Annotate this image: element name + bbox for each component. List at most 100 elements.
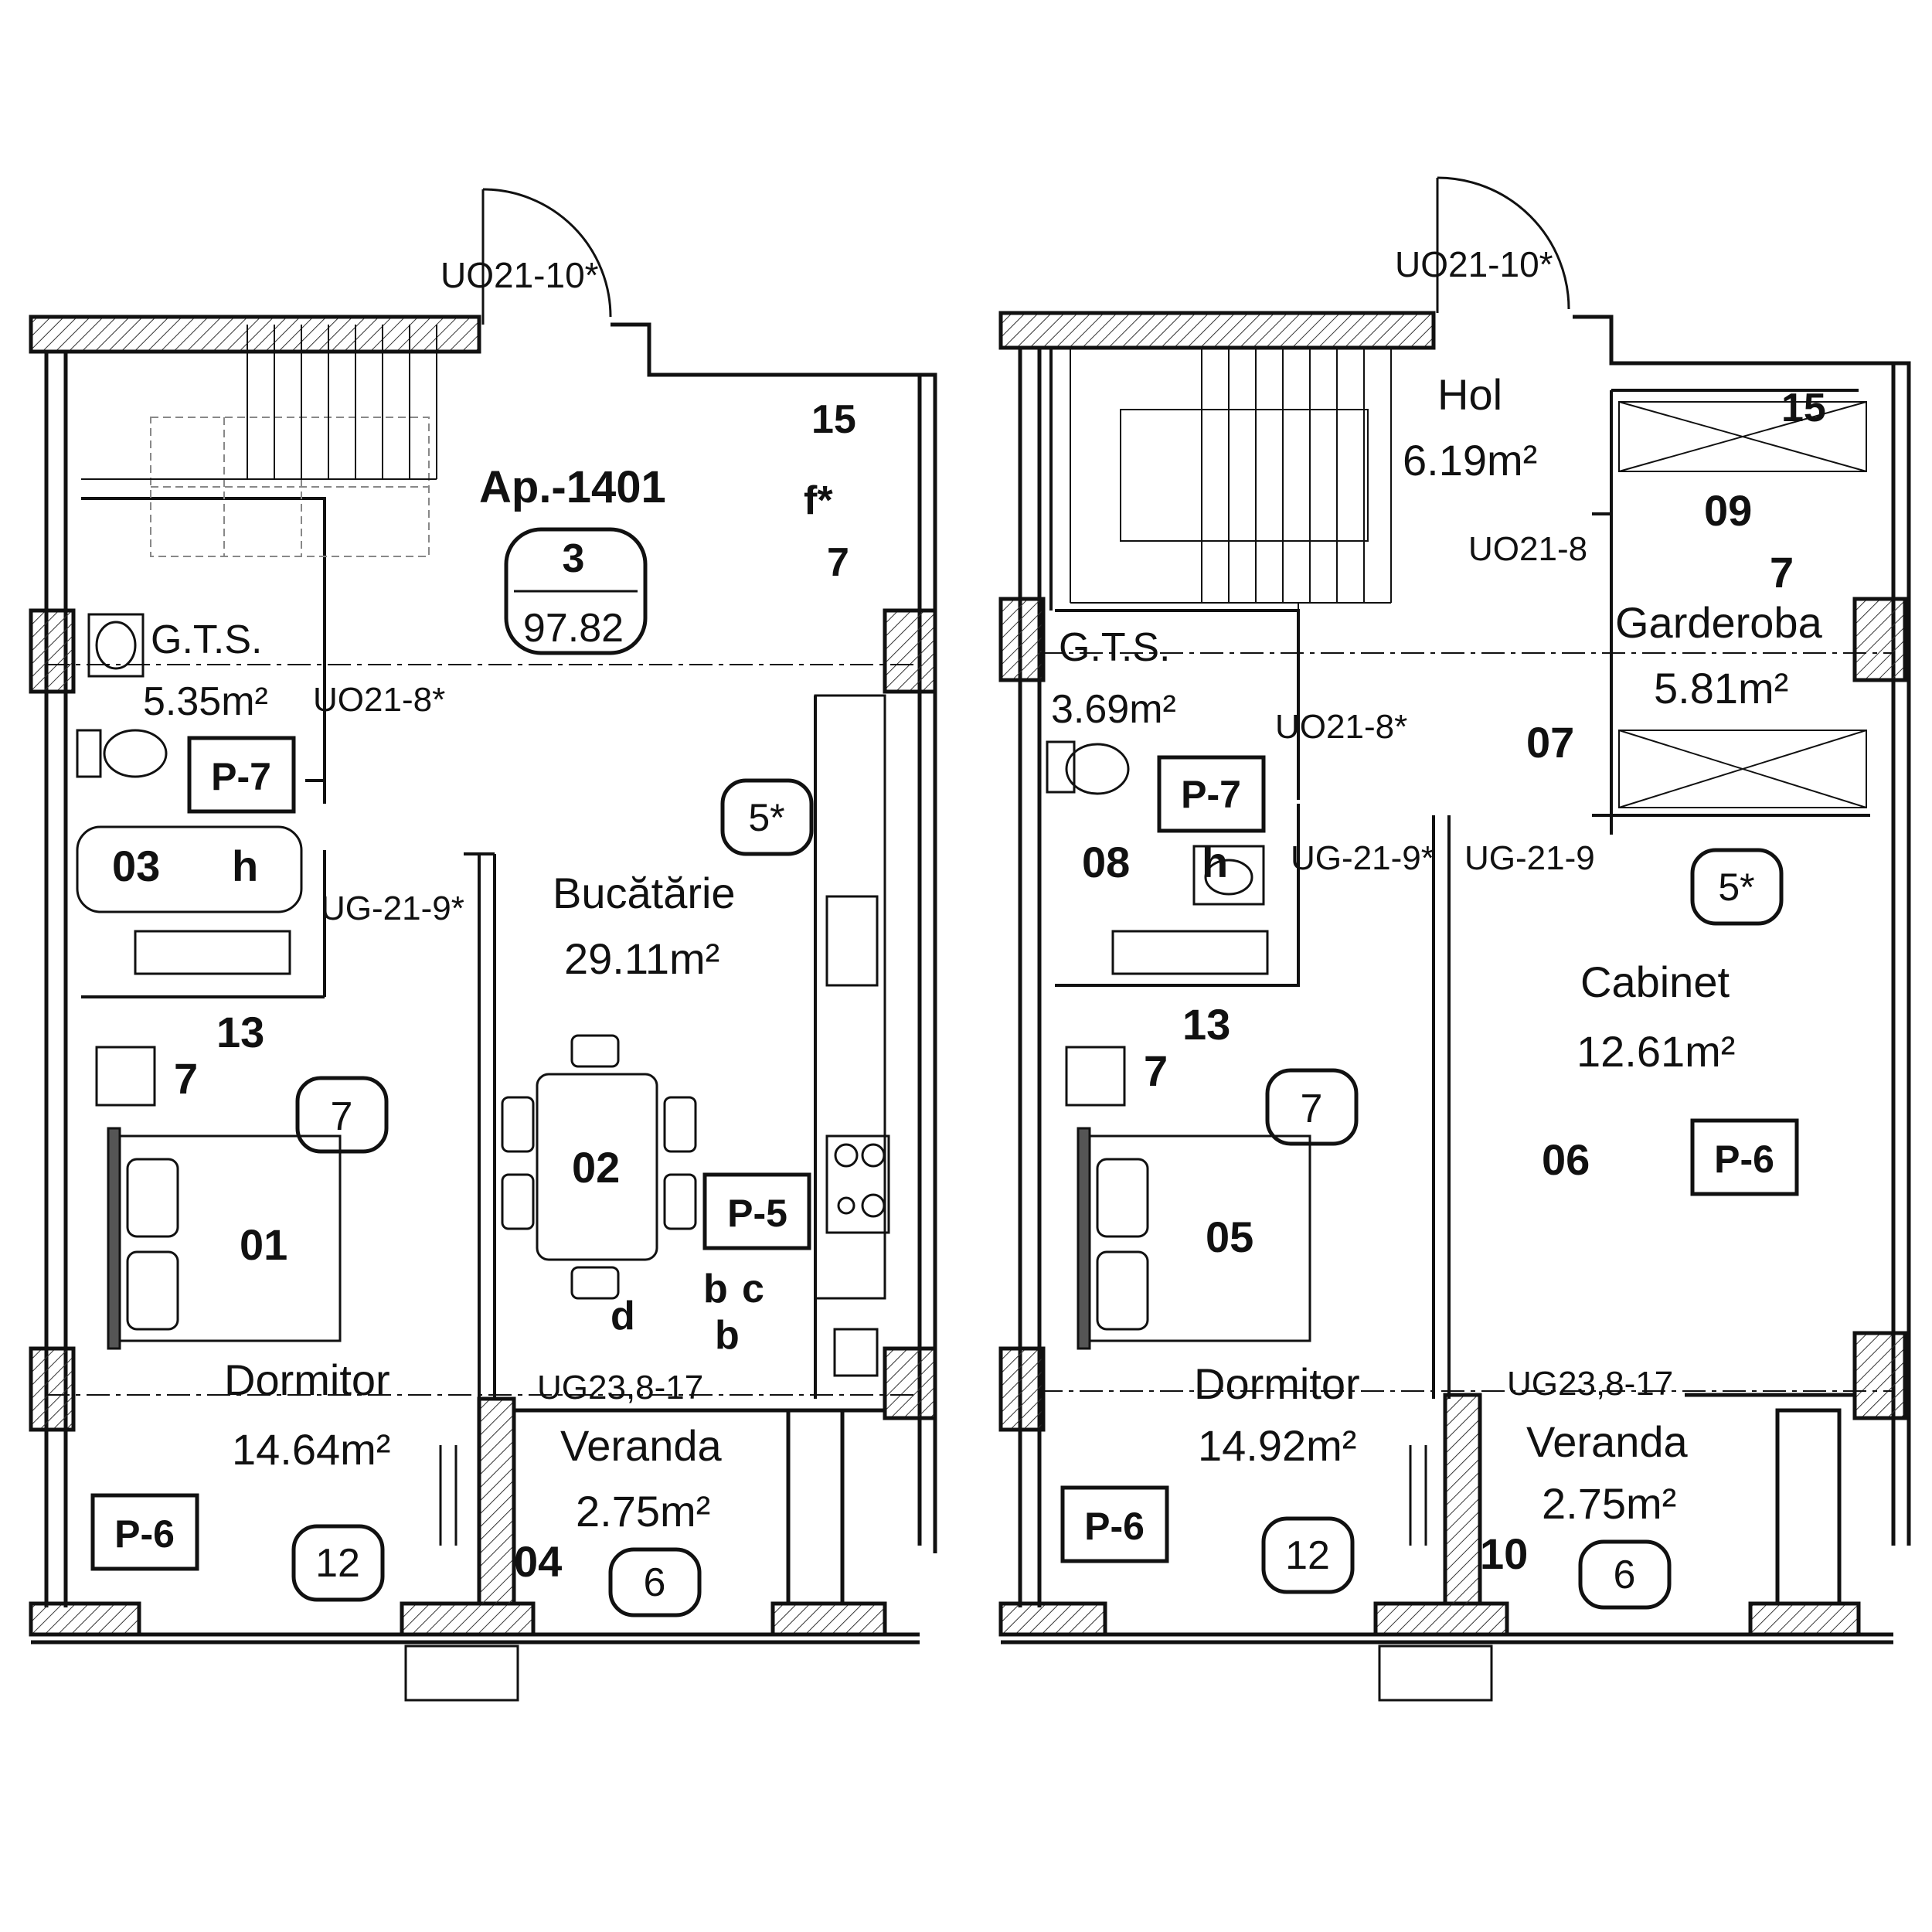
- right-veranda-area: 2.75m²: [1542, 1479, 1676, 1528]
- right-wardrobe-name: Garderoba: [1615, 598, 1823, 647]
- left-circle-7-box: [295, 1076, 389, 1154]
- right-room-09: 09: [1704, 486, 1752, 535]
- right-bath-name: G.T.S.: [1059, 625, 1170, 670]
- left-dining-table: [501, 1034, 697, 1300]
- left-tag-p6: P-6: [114, 1512, 175, 1556]
- left-room-03: 03: [112, 842, 160, 890]
- left-entry-door-code: UO21-10*: [440, 255, 599, 295]
- left-tag-p5: P-5: [727, 1192, 787, 1235]
- left-callout-h: h: [232, 842, 258, 890]
- left-callout-c: c: [742, 1267, 764, 1311]
- left-callout-b1: b: [703, 1267, 728, 1311]
- right-circle-6-box: [1578, 1539, 1672, 1610]
- right-callout-7-bath: 7: [1144, 1046, 1168, 1095]
- right-entry-door: [1436, 176, 1570, 313]
- right-bath-area: 3.69m²: [1051, 687, 1176, 732]
- left-callout-7-top: 7: [827, 540, 849, 585]
- left-labels: UO21-10* Ap.-1401 3 97.82 G.T.S. 5.35m² …: [90, 255, 856, 1617]
- left-tag-p7-box: [187, 736, 296, 814]
- left-stair-steps: [81, 325, 437, 480]
- right-tag-p7: P-7: [1181, 773, 1241, 816]
- right-veranda-door-code: UG23,8-17: [1507, 1365, 1673, 1403]
- right-tag-p6-bed: P-6: [1084, 1505, 1145, 1548]
- right-circle-5: 5*: [1718, 866, 1754, 909]
- right-circle-7: 7: [1301, 1087, 1323, 1131]
- left-circle-6-box: [608, 1547, 702, 1617]
- left-callout-d: d: [611, 1294, 635, 1338]
- right-bath-fixtures: [1046, 740, 1269, 975]
- right-wardrobe-door-code: UO21-8: [1468, 530, 1587, 568]
- left-kitchen-name: Bucătărie: [553, 869, 736, 917]
- left-entry-door: [481, 188, 612, 325]
- left-room-01: 01: [240, 1220, 287, 1269]
- right-circle-5-box: [1690, 848, 1784, 926]
- left-callout-f: f*: [804, 478, 833, 523]
- left-bath-area: 5.35m²: [143, 679, 268, 724]
- left-ac-unit: [404, 1645, 519, 1702]
- left-circle-12-box: [291, 1524, 385, 1602]
- left-tag-p6-box: [90, 1493, 199, 1571]
- right-circle-12-box: [1261, 1516, 1355, 1594]
- right-callout-h: h: [1202, 838, 1228, 886]
- left-bedroom-door-code: UG-21-9*: [321, 889, 464, 927]
- right-wardrobe: [1618, 401, 1867, 808]
- right-room-08: 08: [1082, 838, 1130, 886]
- right-hall-name: Hol: [1437, 370, 1502, 419]
- left-bedroom-area: 14.64m²: [232, 1425, 390, 1474]
- left-tag-p5-box: [702, 1172, 811, 1250]
- left-tag-p7: P-7: [211, 755, 271, 798]
- left-room-04: 04: [514, 1537, 562, 1586]
- left-veranda-name: Veranda: [560, 1421, 722, 1470]
- right-bed: [1065, 1046, 1427, 1546]
- right-callout-15: 15: [1781, 386, 1826, 430]
- right-office-name: Cabinet: [1580, 957, 1730, 1006]
- right-office-door-code: UG-21-9: [1464, 839, 1595, 877]
- left-veranda-door-code: UG23,8-17: [537, 1369, 703, 1406]
- right-room-10: 10: [1480, 1529, 1528, 1578]
- left-circle-5-box: [720, 778, 814, 856]
- left-kitchen-area: 29.11m²: [564, 934, 719, 983]
- left-callout-15: 15: [811, 397, 856, 442]
- left-outer-walls: [29, 315, 937, 1645]
- right-callout-7-top: 7: [1770, 548, 1794, 597]
- apartment-title: Ap.-1401: [479, 462, 666, 512]
- right-room-06: 06: [1542, 1135, 1590, 1184]
- right-entry-door-code: UO21-10*: [1395, 244, 1553, 284]
- right-bath-door-code: UO21-8*: [1275, 708, 1407, 746]
- left-circle-5: 5*: [748, 796, 784, 839]
- left-circle-12: 12: [315, 1541, 360, 1586]
- apartment-badge: [504, 527, 648, 655]
- right-interior-walls: [1049, 348, 1870, 1399]
- right-circle-7-box: [1265, 1068, 1359, 1146]
- right-tag-p7-box: [1157, 755, 1266, 833]
- right-callout-13: 13: [1182, 1000, 1230, 1049]
- right-circle-12: 12: [1285, 1533, 1330, 1578]
- right-labels: UO21-10* Hol 6.19m² 15 09 UO21-8 7 Garde…: [1051, 244, 1826, 1610]
- left-section-lines: [46, 664, 920, 1396]
- left-bath-name: G.T.S.: [151, 617, 262, 662]
- apartment-rooms-count: 3: [563, 536, 585, 581]
- left-callout-b2: b: [715, 1313, 740, 1358]
- right-room-05: 05: [1206, 1213, 1253, 1261]
- right-stair: [1070, 348, 1392, 611]
- left-bed: [95, 1046, 457, 1546]
- right-tag-p6-office-box: [1690, 1118, 1799, 1196]
- left-floor-plan: [29, 188, 937, 1702]
- right-room-07: 07: [1526, 718, 1574, 767]
- right-hall-area: 6.19m²: [1403, 436, 1537, 485]
- left-veranda-area: 2.75m²: [576, 1487, 710, 1536]
- right-section-lines: [1039, 652, 1893, 1392]
- right-bedroom-area: 14.92m²: [1198, 1421, 1356, 1470]
- right-circle-6: 6: [1614, 1553, 1636, 1597]
- right-ac-unit: [1378, 1645, 1493, 1702]
- left-bath-fixtures: [76, 613, 303, 975]
- right-bedroom-name: Dormitor: [1194, 1359, 1360, 1408]
- right-veranda-name: Veranda: [1526, 1417, 1688, 1466]
- left-circle-6: 6: [644, 1560, 666, 1605]
- right-wardrobe-area: 5.81m²: [1654, 664, 1788, 713]
- left-callout-13: 13: [216, 1008, 264, 1056]
- left-kitchen-counter: [814, 694, 890, 1377]
- right-office-area: 12.61m²: [1577, 1027, 1735, 1076]
- right-floor-plan: [998, 176, 1911, 1702]
